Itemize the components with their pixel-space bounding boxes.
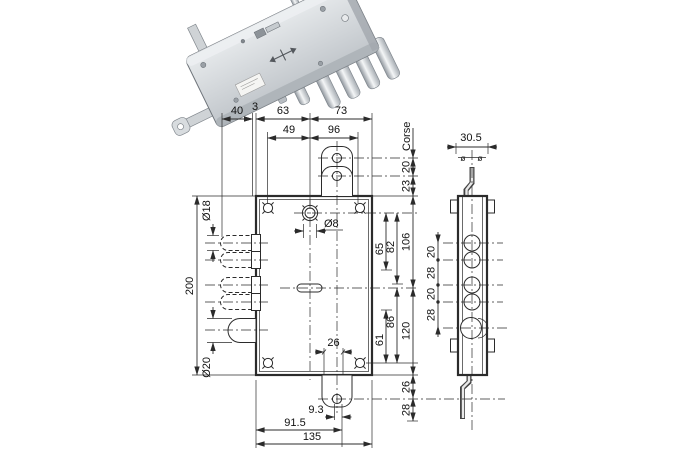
dim-96: 96 xyxy=(328,124,340,136)
dim-sp-20b: 20 xyxy=(426,288,438,300)
dim-20-stroke: 20 xyxy=(401,161,413,173)
dim-86: 86 xyxy=(385,316,397,328)
dim-dia18: Ø18 xyxy=(201,200,213,221)
dim-corse: Corse xyxy=(401,122,413,151)
dim-bottom: 9.3 91.5 135 xyxy=(255,380,373,448)
photo-logo-stamp xyxy=(269,47,297,63)
dim-3: 3 xyxy=(252,101,258,113)
dim-right-chain: Corse 20 23 106 120 26 28 82 65 86 61 xyxy=(366,122,418,422)
product-photo xyxy=(171,0,400,136)
side-top-rod xyxy=(463,167,475,197)
dim-sp-28a: 28 xyxy=(426,267,438,279)
dim-91-5: 91.5 xyxy=(284,417,305,429)
dim-63: 63 xyxy=(277,105,289,117)
dim-135: 135 xyxy=(303,431,321,443)
side-bottom-rod xyxy=(460,375,472,419)
dim-73: 73 xyxy=(335,105,347,117)
dim-dia20: Ø20 xyxy=(201,357,213,378)
dim-side-view: 30.5 ø ø 20 28 20 28 xyxy=(426,132,497,337)
dim-26-right: 26 xyxy=(401,381,413,393)
dim-61: 61 xyxy=(374,334,386,346)
dim-120: 120 xyxy=(401,322,413,340)
dim-40: 40 xyxy=(231,105,243,117)
dim-65: 65 xyxy=(374,243,386,255)
dim-82: 82 xyxy=(385,241,397,253)
photo-details xyxy=(200,5,349,103)
dim-28-right: 28 xyxy=(401,404,413,416)
dim-left: 200 Ø18 Ø20 xyxy=(184,195,256,378)
dim-dia8: Ø8 xyxy=(324,218,339,230)
dim-center: Ø8 26 xyxy=(294,218,352,375)
dim-top-rows: 40 3 63 73 49 96 xyxy=(221,101,373,237)
dim-49: 49 xyxy=(283,124,295,136)
dim-sp-20a: 20 xyxy=(426,246,438,258)
dim-23: 23 xyxy=(401,180,413,192)
top-hanger xyxy=(321,146,353,196)
dim-9-3: 9.3 xyxy=(308,404,323,416)
side-view xyxy=(450,167,495,419)
dim-200: 200 xyxy=(184,277,196,295)
dim-sp-28b: 28 xyxy=(426,309,438,321)
dim-30-5: 30.5 xyxy=(460,132,481,144)
dim-dia-left: ø xyxy=(460,153,465,163)
deadbolts xyxy=(220,234,261,311)
dim-26-width: 26 xyxy=(327,337,339,349)
dim-dia-right: ø xyxy=(477,153,482,163)
latch-bolt xyxy=(227,318,257,343)
dim-106: 106 xyxy=(401,233,413,251)
front-view xyxy=(220,146,374,408)
